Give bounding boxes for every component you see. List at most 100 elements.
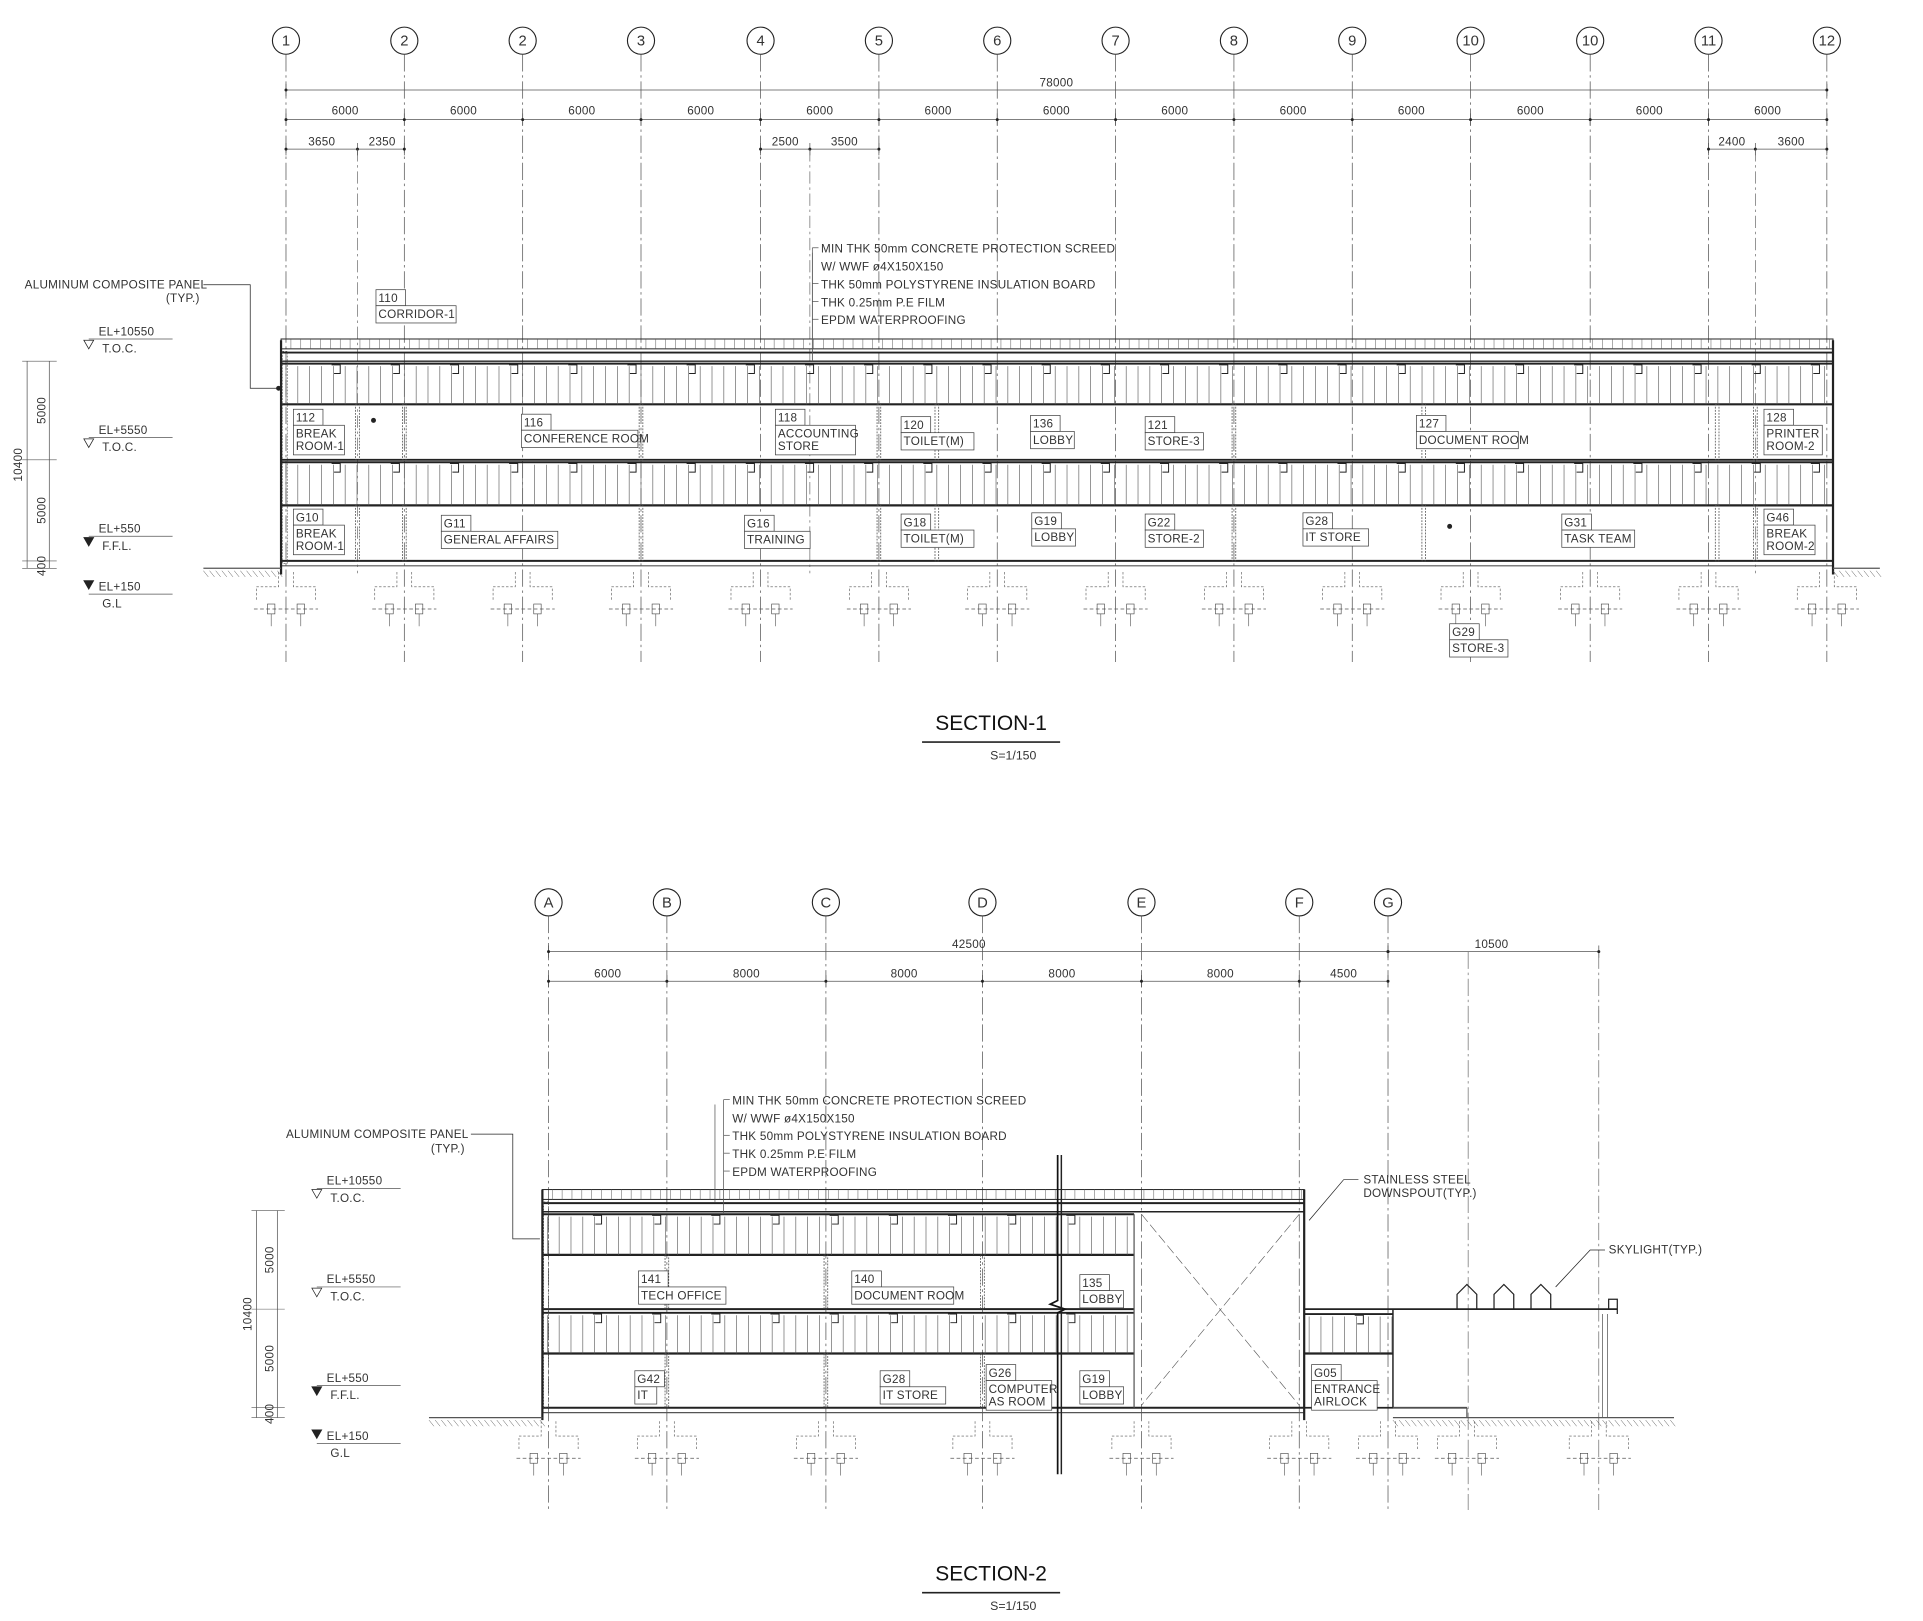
dimension-dot	[1825, 118, 1829, 122]
bay-dimension: 6000	[806, 105, 833, 118]
ground-hatch	[1670, 1419, 1676, 1427]
footing	[967, 571, 1028, 602]
room-name: DOCUMENT ROOM	[854, 1289, 964, 1302]
ground-hatch	[471, 1419, 478, 1427]
room-name-box	[440, 530, 559, 549]
room-name: LOBBY	[1082, 1293, 1122, 1306]
room-number: G28	[1305, 515, 1328, 528]
column	[876, 403, 882, 461]
room-number: 116	[524, 417, 543, 430]
room-name-box	[1079, 1290, 1124, 1309]
room-name: IT STORE	[883, 1389, 939, 1402]
room-name: AS ROOM	[989, 1395, 1046, 1408]
purlin	[1100, 364, 1110, 375]
footing	[374, 571, 435, 602]
grid-label: 3	[637, 34, 645, 50]
level-marker-icon	[83, 537, 95, 547]
section-title: SECTION-2	[935, 1562, 1047, 1585]
room-number: G31	[1564, 516, 1587, 529]
purlin	[1455, 364, 1465, 375]
room-name: ROOM-2	[1766, 440, 1814, 453]
purlin	[1514, 364, 1525, 375]
level-marker-icon	[83, 339, 95, 350]
bay-dimension: 6000	[1398, 105, 1425, 118]
ground-hatch	[533, 1419, 539, 1427]
level-marker-icon	[311, 1287, 323, 1298]
purlin	[449, 364, 460, 375]
purlin	[1810, 364, 1820, 375]
ground-hatch	[1663, 1419, 1670, 1427]
roof-build-up-note: THK 0.25mm P.E FILM	[821, 296, 945, 309]
room-number: 135	[1082, 1277, 1103, 1290]
room-name: STORE-3	[1452, 642, 1504, 655]
bay-dimension: 8000	[1207, 968, 1234, 981]
ground-hatch	[1657, 1419, 1664, 1427]
elevation-reference: T.O.C.	[102, 441, 137, 454]
dimension-dot	[1232, 118, 1236, 122]
ground-hatch	[1863, 570, 1869, 578]
room-name: LOBBY	[1033, 434, 1073, 447]
room-name-box	[1144, 529, 1204, 548]
skylight	[1493, 1283, 1515, 1310]
purlin	[390, 463, 400, 473]
grid-label: 1	[282, 34, 290, 50]
purlin	[1692, 463, 1702, 473]
purlin	[449, 463, 460, 473]
sub-dimension: 2500	[772, 135, 799, 148]
ground-hatch	[1626, 1419, 1633, 1427]
roof-parapet	[280, 338, 1834, 350]
bay-dimension: 6000	[925, 105, 952, 118]
purlin	[711, 1313, 721, 1324]
level-marker-icon	[83, 438, 95, 449]
purlin	[1007, 1214, 1017, 1225]
room-name: STORE-2	[1148, 532, 1200, 545]
ground-hatch	[252, 570, 258, 578]
ground-hatch	[1565, 1419, 1571, 1427]
column	[980, 1353, 985, 1409]
column	[402, 403, 407, 461]
room-name-box	[1763, 424, 1823, 456]
purlin	[1066, 1313, 1076, 1324]
ground-hatch	[521, 1419, 527, 1427]
grid-label: 9	[1348, 34, 1356, 50]
purlin	[1633, 463, 1643, 473]
bay-dimension: 8000	[891, 968, 918, 981]
room-name: COMPUTER	[989, 1383, 1058, 1396]
purlin	[1751, 364, 1761, 375]
ground-hatch	[1534, 1419, 1540, 1427]
panel-note-leader	[470, 1133, 540, 1240]
room-name: TRAINING	[747, 534, 805, 547]
room-name-box	[293, 424, 345, 456]
ground-hatch	[203, 570, 209, 578]
room-name: IT	[637, 1389, 648, 1402]
ground-hatch	[1417, 1419, 1423, 1427]
ground-hatch	[1583, 1419, 1590, 1427]
purlin	[804, 364, 815, 375]
purlin	[568, 463, 578, 473]
footing	[1204, 571, 1264, 602]
section-title: SECTION-1	[935, 712, 1047, 735]
room-name: ROOM-2	[1766, 540, 1814, 553]
ground-hatch	[1614, 1419, 1620, 1427]
ground-hatch	[277, 570, 283, 578]
room-number: 110	[378, 292, 398, 305]
room-number: 112	[296, 412, 315, 425]
height-dimension: 5000	[36, 497, 49, 524]
grid-label: 2	[400, 34, 408, 50]
leader-dot	[276, 385, 282, 391]
room-name: TECH OFFICE	[641, 1289, 722, 1302]
purlin	[331, 463, 341, 473]
ground-hatch	[1602, 1419, 1608, 1427]
ground-hatch	[270, 570, 277, 578]
room-name: AIRLOCK	[1314, 1395, 1367, 1408]
skylight-leader	[1555, 1249, 1605, 1288]
